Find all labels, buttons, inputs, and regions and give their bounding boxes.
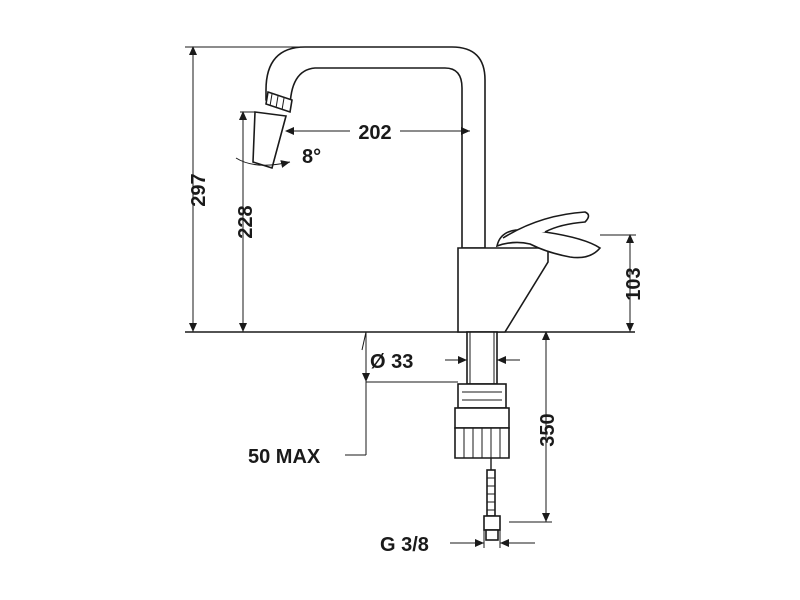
dimension-angle: 8° xyxy=(235,115,321,169)
label-diameter-33: Ø 33 xyxy=(370,351,413,373)
dimension-diameter: Ø 33 xyxy=(370,351,520,373)
dimension-228: 228 xyxy=(235,111,257,332)
label-297: 297 xyxy=(188,173,210,206)
label-202: 202 xyxy=(358,122,391,144)
dimension-103: 103 xyxy=(600,234,645,332)
dimension-thread: G 3/8 xyxy=(380,530,535,556)
dimension-297: 297 xyxy=(185,46,305,332)
dimension-350: 350 xyxy=(509,331,559,523)
label-g-3-8: G 3/8 xyxy=(380,534,429,556)
label-8-degrees: 8° xyxy=(302,146,321,168)
label-50-max: 50 MAX xyxy=(248,446,321,468)
label-103: 103 xyxy=(623,267,645,300)
faucet-outline xyxy=(252,46,602,541)
dimension-202: 202 xyxy=(285,122,470,144)
label-350: 350 xyxy=(537,413,559,446)
dimension-50-max: 50 MAX xyxy=(248,331,458,468)
label-228: 228 xyxy=(235,205,257,238)
